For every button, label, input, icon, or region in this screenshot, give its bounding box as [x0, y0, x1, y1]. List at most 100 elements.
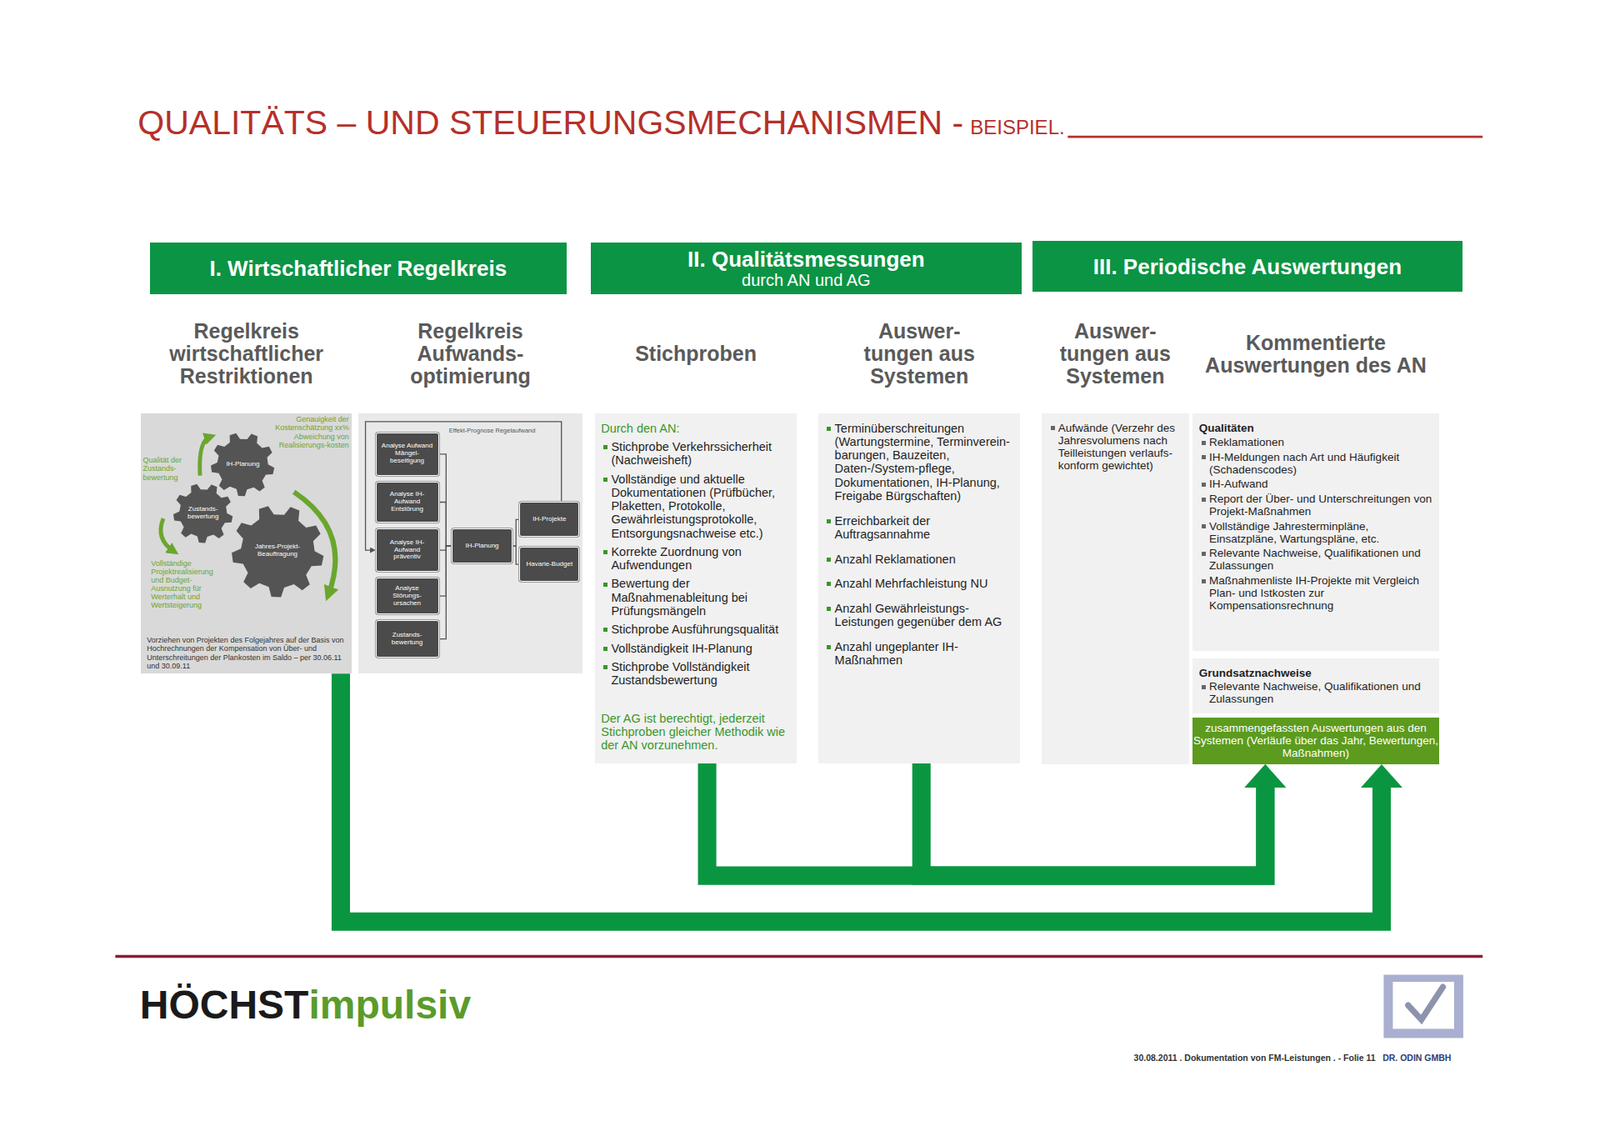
bullet-item-block: IH-Aufwand: [1199, 477, 1433, 490]
box-label-block: Analyse Aufwand Mängel-beseitigung: [381, 442, 434, 465]
process-box: Analyse IH-Aufwand Entstörung: [375, 481, 440, 523]
bullet-item: Terminüberschreitungen (Wartungstermine,…: [835, 421, 1010, 503]
band-title-block: II. Qualitätsmessungen: [687, 247, 925, 271]
bullet-item-block: Stichprobe Ausführungsqualität: [600, 622, 791, 636]
connector-line: [439, 501, 453, 546]
bullet-item: Report der Über- und Unterschreitungen v…: [1209, 492, 1432, 518]
bullet-item: Erreichbarkeit der Auftragsannahme: [835, 514, 930, 541]
bullet-item: Anzahl Mehrfachleistung NU: [835, 576, 989, 590]
bullet-mark: [826, 645, 831, 650]
note-text: Der AG ist berechtigt, jederzeit Stichpr…: [600, 711, 785, 752]
panel-note-block: Vorziehen von Projekten des Folgejahres …: [146, 635, 346, 670]
box-label: Jahres-Projekt-Beauftragung: [255, 542, 300, 558]
bullet-item-block: Anzahl ungeplanter IH-Maßnahmen: [824, 640, 1015, 667]
subheading: Qualitäten: [1199, 421, 1255, 435]
box-label: Havarie-Budget: [526, 560, 574, 568]
bullet-item: Reklamationen: [1209, 435, 1285, 449]
bullet-mark: [603, 550, 608, 555]
bullet-mark: [826, 557, 831, 562]
bullet-item: IH-Aufwand: [1209, 477, 1269, 490]
process-box: Zustands-bewertung: [375, 620, 440, 657]
column-heading: Kommentierte Auswertungen des AN: [1190, 331, 1441, 377]
bullet-item: Aufwände (Verzehr des Jahresvolumens nac…: [1058, 421, 1175, 472]
box-label: IH-Projekte: [532, 515, 566, 523]
bullet-mark: [826, 581, 831, 586]
bullet-item: Anzahl ungeplanter IH-Maßnahmen: [835, 640, 959, 667]
loop-label: Effekt-Prognose Regelaufwand: [449, 427, 540, 435]
box-label-block: IH-Planung: [457, 542, 507, 550]
bullet-mark: [826, 519, 831, 524]
gear-outline: [173, 484, 233, 544]
bullet-item-block: Vollständige Jahresterminpläne, Einsatzp…: [1199, 520, 1433, 545]
band-subtitle: durch AN und AG: [741, 270, 871, 290]
column-heading: Regelkreis Aufwands-optimierung: [394, 320, 548, 388]
bullet-item-block: Vollständigkeit IH-Planung: [600, 641, 791, 655]
footer-rule: [115, 955, 1483, 959]
subheading: Grundsatznachweise: [1199, 666, 1312, 680]
band-title-block: III. Periodische Auswertungen: [1093, 255, 1402, 279]
bullet-item-block: Vollständige und aktuelle Dokumentatione…: [600, 472, 791, 540]
process-box: IH-Planung: [451, 528, 512, 564]
brand-name: impulsiv: [308, 985, 471, 1025]
bullet-item-block: Anzahl Reklamationen: [824, 552, 1015, 566]
connector-line: [439, 454, 453, 546]
bullet-mark: [1201, 455, 1206, 460]
bullet-mark: [603, 477, 608, 482]
flow-arrow: [921, 763, 1266, 876]
connector-line: [512, 519, 520, 546]
gear-node: Jahres-Projekt-Beauftragung: [230, 504, 325, 599]
gear-outline: [231, 505, 324, 597]
bullet-item: Relevante Nachweise, Qualifikationen und…: [1209, 680, 1421, 705]
bullet-item-block: Reklamationen: [1199, 435, 1433, 449]
box-label: IH-Planung: [465, 541, 500, 550]
bullet-mark: [1201, 579, 1206, 584]
band-title-block: I. Wirtschaftlicher Regelkreis: [209, 256, 507, 280]
box-label: Zustands-bewertung: [187, 505, 219, 520]
bullet-item-block: Anzahl Gewährleistungs-Leistungen gegenü…: [824, 601, 1015, 629]
panel-note: Vorziehen von Projekten des Folgejahres …: [146, 635, 344, 670]
connector-line: [512, 545, 520, 565]
band-title: III. Periodische Auswertungen: [1093, 254, 1402, 280]
bullet-item: Vollständigkeit IH-Planung: [610, 641, 752, 655]
summary-text-block: zusammengefassten Auswertungen aus den S…: [1192, 721, 1439, 760]
column-heading: Auswer- tungen aus Systemen: [853, 320, 986, 388]
content-panel: Auswer- tungen aus SystemenTerminübersch…: [818, 413, 1020, 764]
cycle-label: Genauigkeit der Kostenschätzung xx% Abwe…: [267, 415, 350, 449]
subheading-block: Grundsatznachweise: [1199, 666, 1433, 680]
process-box: Analyse Störungs-ursachen: [375, 577, 440, 615]
bullet-item-block: Aufwände (Verzehr des Jahresvolumens nac…: [1048, 421, 1184, 472]
process-box: Havarie-Budget: [519, 546, 580, 582]
bullet-item-block: Bewertung der Maßnahmenableitung bei Prü…: [600, 576, 791, 618]
column-heading-block: Kommentierte Auswertungen des AN: [1190, 303, 1441, 405]
bullet-item: Korrekte Zuordnung von Aufwendungen: [610, 545, 741, 572]
bullet-item-block: Terminüberschreitungen (Wartungstermine,…: [824, 421, 1015, 503]
bullet-item: Vollständige und aktuelle Dokumentatione…: [610, 472, 775, 540]
bullet-item-block: Anzahl Mehrfachleistung NU: [824, 576, 1015, 590]
section-band: I. Wirtschaftlicher Regelkreis: [150, 242, 567, 294]
bullet-item-block: Relevante Nachweise, Qualifikationen und…: [1199, 546, 1433, 572]
slide-title: QUALITÄTS – UND STEUERUNGSMECHANISMEN -: [137, 105, 964, 140]
column-heading-block: Auswer-tungen aus Systemen: [1044, 303, 1187, 405]
gear-node: Zustands-bewertung: [172, 482, 234, 544]
bullet-mark: [1201, 440, 1206, 445]
note-text-block: Der AG ist berechtigt, jederzeit Stichpr…: [600, 711, 791, 753]
bullet-mark: [1201, 524, 1206, 529]
box-label-block: Havarie-Budget: [525, 560, 575, 569]
title-suffix: BEISPIEL.: [970, 117, 1065, 138]
box-label: Analyse IH-Aufwand Entstörung: [390, 490, 425, 513]
content-panel: Auswer-tungen aus SystemenAufwände (Verz…: [1041, 413, 1189, 765]
column-heading: Auswer-tungen aus Systemen: [1044, 320, 1187, 388]
box-label-block: Jahres-Projekt-Beauftragung: [237, 543, 319, 559]
band-title: II. Qualitätsmessungen: [687, 246, 925, 272]
box-label-block: Zustands-bewertung: [176, 505, 230, 521]
bullet-item: Stichprobe Vollständigkeit Zustandsbewer…: [610, 660, 750, 687]
bullet-mark: [1201, 482, 1206, 487]
subheading-block: Qualitäten: [1199, 421, 1433, 435]
gear-node: IH-Planung: [210, 431, 275, 497]
gear-outline: [210, 433, 275, 496]
connector-line: [439, 545, 453, 639]
column-heading-block: Auswer- tungen aus Systemen: [853, 303, 986, 405]
box-label-block: Analyse IH-Aufwand Entstörung: [381, 490, 434, 514]
illustration-panel: IH-PlanungZustands-bewertungJahres-Proje…: [140, 413, 352, 674]
bullet-item-block: Report der Über- und Unterschreitungen v…: [1199, 492, 1433, 518]
